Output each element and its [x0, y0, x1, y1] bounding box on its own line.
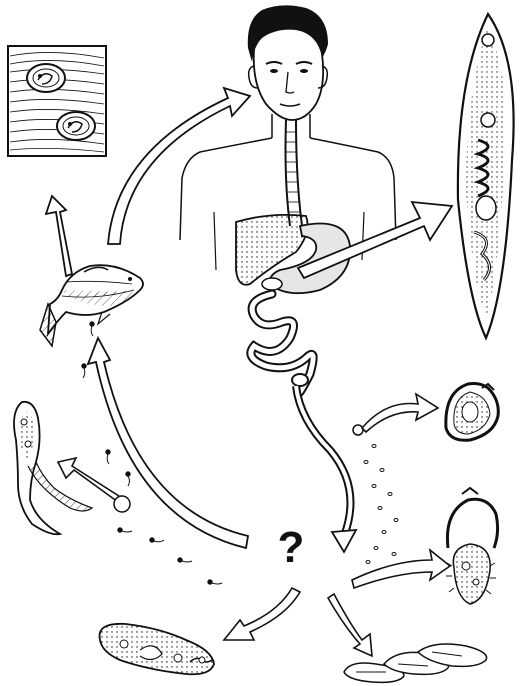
cercaria-icon [118, 528, 132, 532]
unknown-stage-question-mark: ? [268, 520, 314, 576]
fluke-icon [458, 14, 514, 338]
cercaria-icon [126, 472, 130, 486]
cyst-icon [57, 112, 95, 140]
arrow-to-miracidium [352, 550, 450, 588]
egg-icon [446, 384, 498, 441]
redia-icon [14, 402, 92, 534]
egg-trail [364, 445, 398, 564]
metacercaria-cyst-inset [8, 46, 106, 156]
cyst-icon [27, 64, 65, 92]
cercaria-icon [90, 322, 94, 336]
cercaria-icon [106, 450, 110, 464]
human-figure-icon [180, 5, 396, 392]
arrow-to-egg [353, 394, 438, 435]
arrow-to-sporocyst [224, 588, 300, 640]
cercaria-icon [208, 580, 222, 584]
cercaria-icon [82, 364, 86, 378]
miracidium-icon [446, 488, 498, 604]
sporocyst-icon [100, 624, 214, 674]
cercaria-icon [178, 558, 192, 562]
cercaria-icon [150, 538, 164, 542]
arrow-to-inset [46, 196, 72, 276]
arrow-to-cercaria [328, 594, 372, 656]
arrow-question-to-fish [88, 338, 248, 548]
arrow-fish-to-human [108, 88, 250, 244]
